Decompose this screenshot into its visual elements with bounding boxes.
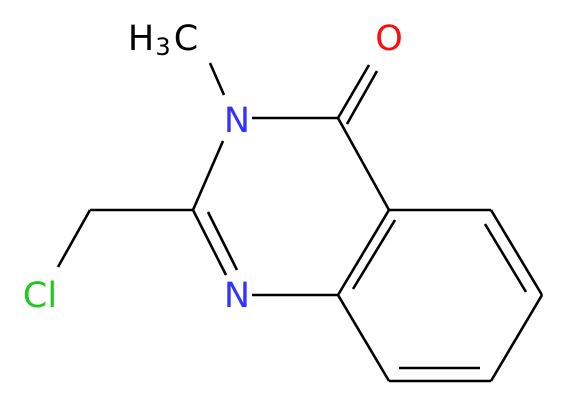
bond-c6-c7: [489, 294, 544, 382]
bond-c5-c6-inner: [483, 223, 528, 293]
bond-n3-c2: [191, 140, 225, 211]
atom-labels: H 3 C O N N Cl: [23, 19, 403, 316]
bond-c8a-c4a-inner: [351, 219, 397, 290]
n1-label: N: [224, 276, 250, 316]
bond-c2-n1-a: [191, 209, 228, 276]
bond-c4-o-b: [345, 70, 379, 125]
bond-methyl-n3: [208, 62, 226, 96]
bond-c8a-c4a: [336, 209, 391, 296]
bond-ch2-cl: [56, 209, 92, 268]
oxygen-label: O: [375, 19, 403, 59]
chlorine-label: Cl: [23, 276, 57, 316]
bond-c2-n1-b: [206, 211, 239, 271]
bond-c4-c4a: [336, 117, 391, 211]
bond-c8-c8a: [336, 294, 391, 382]
methyl-h-label: H: [128, 19, 154, 59]
bonds: [56, 62, 544, 383]
methyl-c-label: C: [174, 19, 198, 59]
methyl-subscript: 3: [155, 33, 170, 61]
bond-c5-c6: [489, 209, 544, 296]
bond-c4-o-a: [336, 64, 371, 119]
n3-label: N: [224, 101, 250, 141]
